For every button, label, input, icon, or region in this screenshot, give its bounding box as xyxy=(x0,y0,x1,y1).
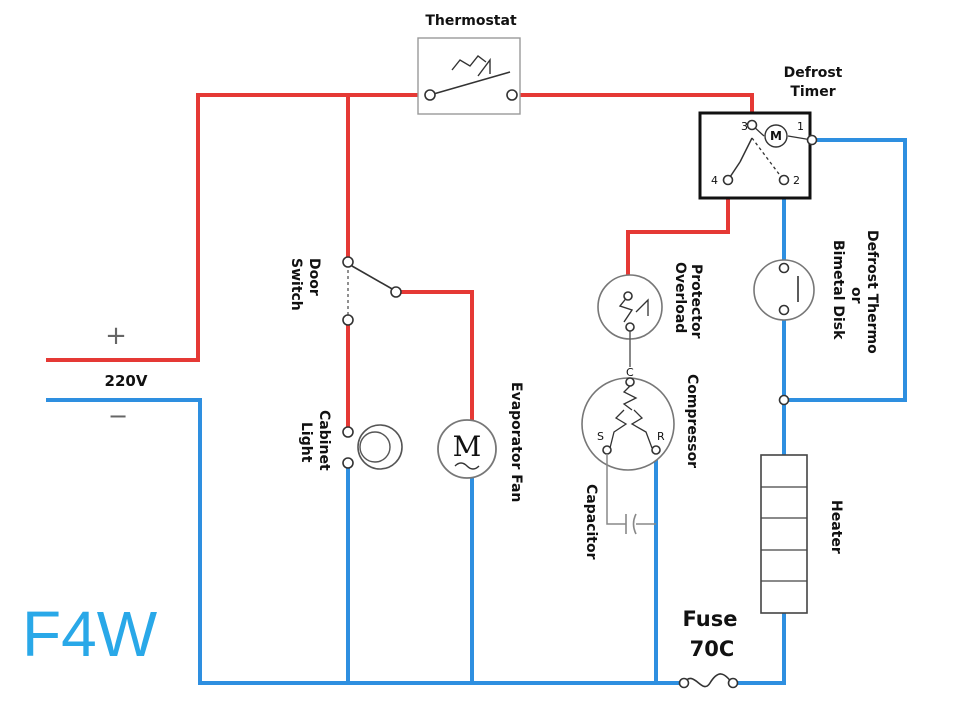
compressor-terminal-c: C xyxy=(626,366,634,379)
overload-protector xyxy=(597,274,663,367)
fan-motor-symbol: M xyxy=(453,430,482,463)
defrost-thermo-label-2: or xyxy=(848,287,864,304)
minus-sign: − xyxy=(108,402,128,430)
overload-label-1: Overload xyxy=(672,262,688,333)
timer-to-overload-wire xyxy=(626,178,730,284)
heater-label: Heater xyxy=(828,500,844,554)
thermostat-label: Thermostat xyxy=(425,13,517,29)
capacitor xyxy=(606,454,656,535)
cabinet-light xyxy=(342,424,403,470)
overload-label-2: Protector xyxy=(688,264,704,339)
compressor-label: Compressor xyxy=(684,374,700,468)
watermark-logo: F4W xyxy=(22,598,158,670)
compressor-terminal-r: R xyxy=(657,430,665,443)
live-supply-wire xyxy=(46,93,432,362)
fuse-label-1: Fuse xyxy=(683,607,738,631)
thermostat xyxy=(417,37,521,115)
defrost-timer xyxy=(698,111,818,200)
voltage-label: 220V xyxy=(105,372,148,390)
timer-motor-symbol: M xyxy=(770,129,782,143)
timer-terminal-1: 1 xyxy=(797,120,804,133)
plus-sign: + xyxy=(105,321,127,351)
timer-1-loop-wire xyxy=(782,138,907,402)
compressor xyxy=(581,377,675,471)
evaporator-fan xyxy=(437,419,497,479)
defrost-thermo xyxy=(753,259,815,406)
evaporator-fan-label: Evaporator Fan xyxy=(508,382,524,502)
defrost-thermo-label-1: Defrost Thermo xyxy=(864,230,880,354)
neutral-supply-wire xyxy=(46,398,682,685)
live-wires xyxy=(46,93,754,434)
fuse-label-2: 70C xyxy=(690,637,735,661)
door-switch-to-fan-wire xyxy=(394,290,474,422)
capacitor-label: Capacitor xyxy=(583,484,599,560)
door-switch-label-2: Switch xyxy=(288,258,304,311)
door-switch-label-1: Door xyxy=(306,258,322,296)
cabinet-light-label-1: Cabinet xyxy=(316,410,332,471)
defrost-timer-label-1: Defrost xyxy=(784,65,843,81)
timer-terminal-3: 3 xyxy=(741,120,748,133)
compressor-terminal-s: S xyxy=(597,430,604,443)
defrost-timer-label-2: Timer xyxy=(790,84,835,100)
timer-terminal-2: 2 xyxy=(793,174,800,187)
cabinet-light-label-2: Light xyxy=(298,422,314,463)
heater xyxy=(760,454,808,614)
defrost-thermo-label-3: Bimetal Disk xyxy=(830,240,846,340)
fuse xyxy=(678,673,739,689)
fuse-to-heater-wire xyxy=(733,611,786,685)
door-switch xyxy=(342,256,402,326)
timer-terminal-4: 4 xyxy=(711,174,718,187)
